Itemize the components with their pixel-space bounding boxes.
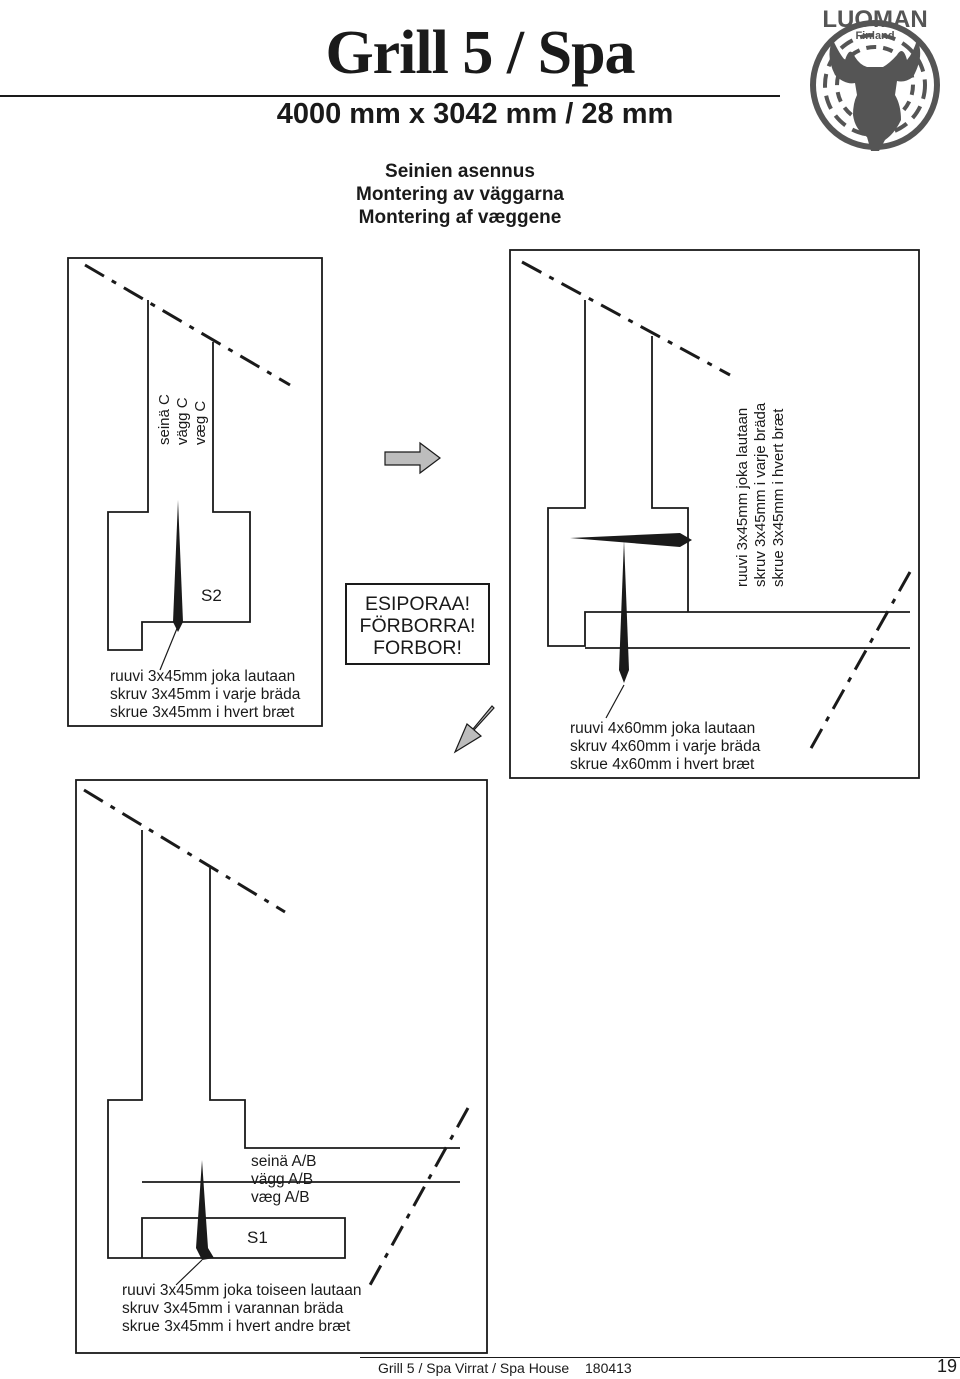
wall-ab-label-sv: vägg A/B (251, 1171, 314, 1188)
screw-note-top-left-fi: ruuvi 3x45mm joka lautaan (110, 668, 296, 685)
luoman-logo: LUOMAN Finland (805, 5, 945, 158)
section-heading-fi: Seinien asennus (385, 161, 535, 182)
logo-country: Finland (855, 30, 894, 42)
section-heading: Seinien asennus Montering av väggarna Mo… (240, 160, 680, 229)
right-arrow-icon (384, 441, 441, 475)
footer-text: Grill 5 / Spa Virrat / Spa House (378, 1360, 570, 1376)
screw-bottom (196, 1160, 214, 1260)
leader-top-left (159, 625, 179, 671)
leader-top-right (605, 684, 625, 719)
screw-note-bottom-da: skrue 3x45mm i hvert andre bræt (122, 1318, 351, 1335)
screw-note-vertical-fi: ruuvi 3x45mm joka lautaan (734, 407, 751, 587)
title-rule (0, 95, 780, 97)
panel-top-left-frame (67, 257, 323, 727)
page-number: 19 (937, 1356, 958, 1376)
wall-ab-label-da: væg A/B (251, 1189, 310, 1206)
wall-c-label-sv: vägg C (174, 397, 191, 445)
screw-top-left (173, 500, 183, 632)
screw-note-vertical-sv: skruv 3x45mm i varje bräda (752, 402, 769, 587)
log-s1-outline-a (107, 830, 346, 1259)
logo-brand: LUOMAN (822, 6, 927, 33)
cut-line-top-right-b (808, 571, 912, 751)
predrill-warning-fi: ESIPORAA! (364, 593, 471, 615)
screw-top-right-vertical (619, 540, 629, 683)
page-subtitle: 4000 mm x 3042 mm / 28 mm (276, 98, 674, 130)
log-s1-outline-b (209, 868, 460, 1149)
screw-note-top-left: ruuvi 3x45mm joka lautaan skruv 3x45mm i… (110, 668, 300, 722)
predrill-warning-da: FORBOR! (373, 637, 462, 659)
screw-note-top-right-sv: skruv 4x60mm i varje bräda (570, 738, 761, 755)
screw-note-top-right-vertical: ruuvi 3x45mm joka lautaan skruv 3x45mm i… (734, 403, 788, 587)
screw-top-right-horizontal (570, 533, 692, 547)
log-s2-outline (107, 300, 251, 651)
panel-top-right-frame (509, 249, 920, 779)
screw-note-top-right-fi: ruuvi 4x60mm joka lautaan (570, 720, 756, 737)
screw-note-top-right: ruuvi 4x60mm joka lautaan skruv 4x60mm i… (570, 720, 760, 774)
moose-icon: LUOMAN Finland (810, 6, 940, 151)
footer-code: 180413 (585, 1360, 632, 1376)
screw-note-bottom: ruuvi 3x45mm joka toiseen lautaan skruv … (122, 1282, 362, 1336)
cut-line-bottom-a (83, 788, 286, 914)
wall-c-label-fi: seinä C (156, 394, 173, 445)
wall-ab-label-fi: seinä A/B (251, 1153, 317, 1170)
panel-bottom-frame (75, 779, 488, 1354)
section-heading-sv: Montering av väggarna (356, 184, 564, 205)
predrill-warning-sv: FÖRBORRA! (359, 615, 476, 637)
screw-note-vertical-da: skrue 3x45mm i hvert bræt (770, 408, 787, 587)
log-top-right-outline-a (547, 300, 910, 647)
page-title: Grill 5 / Spa (325, 19, 635, 87)
log-top-right-outline-b (651, 336, 689, 612)
screw-note-bottom-fi: ruuvi 3x45mm joka toiseen lautaan (122, 1282, 362, 1299)
cut-line-top-right-a (521, 260, 731, 377)
part-s2-label: S2 (201, 586, 222, 605)
screw-note-bottom-sv: skruv 3x45mm i varannan bräda (122, 1300, 344, 1317)
cut-line-bottom-b (368, 1107, 470, 1286)
wall-c-label-da: væg C (192, 400, 209, 445)
cut-line-top-left (84, 263, 291, 387)
footer-rule (360, 1357, 960, 1358)
screw-note-top-right-da: skrue 4x60mm i hvert bræt (570, 756, 755, 773)
leader-bottom (175, 1259, 203, 1286)
wall-c-label: seinä C vägg C væg C (156, 394, 210, 445)
section-heading-da: Montering af væggene (358, 207, 562, 228)
part-s1-label: S1 (247, 1228, 268, 1247)
predrill-warning-box: ESIPORAA! FÖRBORRA! FORBOR! (345, 583, 490, 665)
screw-note-top-left-da: skrue 3x45mm i hvert bræt (110, 704, 295, 721)
wall-ab-label: seinä A/B vägg A/B væg A/B (251, 1153, 317, 1207)
screw-note-top-left-sv: skruv 3x45mm i varje bräda (110, 686, 301, 703)
down-left-arrow-icon (453, 705, 495, 754)
